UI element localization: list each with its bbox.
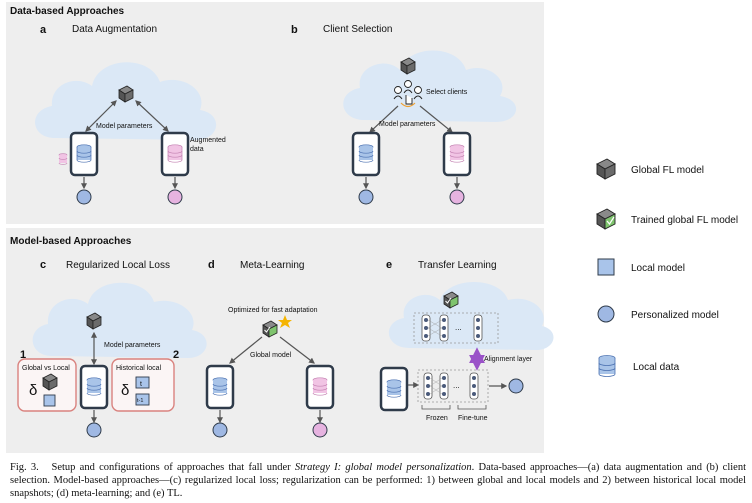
global-network-e [413,312,499,344]
panel-c: c Regularized Local Loss Model parameter… [17,259,207,438]
personalized-model-a-left [76,189,92,205]
arrow-a-left [85,100,117,132]
arrow-d-right [279,336,315,364]
local-data-icon-b-right [449,144,465,163]
personalized-model-d-left [212,422,228,438]
frozen-label: Frozen [426,415,448,422]
local-data-icon-c [86,377,102,396]
local-model-t-1 [135,393,150,406]
dots-top: ... [455,323,462,332]
cloud-b [343,50,517,122]
select-clients-icon [393,80,423,108]
dots-bottom: ... [453,381,460,390]
select-clients-label: Select clients [426,89,468,96]
data-based-heading: Data-based Approaches [10,6,125,17]
legend: Global FL model Trained global FL model … [596,158,738,377]
local-data-icon-e [386,379,402,398]
local-network-e [417,369,489,403]
legend-local-model: Local model [631,263,685,274]
reg-box2-title: Historical local [116,365,162,372]
trained-global-model-cube-d [262,320,278,338]
panel-a-title: Data Augmentation [72,24,157,35]
local-data-icon-b-left [358,144,374,163]
personalized-model-d-right [312,422,328,438]
global-model-cube-b [400,57,416,75]
panel-c-title: Regularized Local Loss [66,260,170,271]
global-model-cube-c [86,312,102,330]
caption-part1: Setup and configurations of approaches t… [51,462,291,473]
panel-a: a Data Augmentation Model parameters [35,24,226,205]
caption-part2: . Data-based approaches—(a) data augment… [10,462,747,499]
legend-personalized-model: Personalized model [631,310,719,321]
legend-trained-global-fl-model: Trained global FL model [631,215,738,226]
cloud-c [32,282,207,358]
personalized-model-c [86,422,102,438]
local-data-icon-d-right [312,377,328,396]
global-model-cube-box1 [42,373,58,391]
legend-trained-cube-icon [596,208,616,230]
arrow-d-left [229,336,263,364]
personalized-model-e [508,378,524,394]
personalized-model-b-right [449,189,465,205]
model-params-label-a: Model parameters [96,123,153,130]
finetune-label: Fine-tune [458,415,488,422]
panel-a-letter: a [40,24,47,36]
personalized-model-a-right [167,189,183,205]
local-data-icon-a-left [76,144,92,163]
model-params-label-c: Model parameters [104,342,161,349]
trained-global-model-cube-e [443,291,459,309]
panel-b-letter: b [291,24,298,36]
figure-caption: Fig. 3. Setup and configurations of appr… [10,461,746,500]
panel-e: e Transfer Learning ... Alignment layer [379,259,554,422]
panel-e-title: Transfer Learning [418,260,497,271]
reg-box2-delta: δ [121,382,129,399]
optimized-label: Optimized for fast adaptation [228,307,318,314]
local-data-icon-d-left [212,377,228,396]
augmented-label-line2: data [190,146,204,153]
model-params-label-b: Model parameters [379,121,436,128]
reg-box1-number: 1 [20,349,26,361]
finetune-bracket [457,405,487,410]
panel-c-letter: c [40,259,46,271]
panel-b-title: Client Selection [323,24,392,35]
legend-local-model-icon [597,258,615,276]
local-model-square-box1 [43,394,56,407]
legend-local-data-icon [598,355,616,377]
panel-d-title: Meta-Learning [240,260,304,271]
alignment-label: Alignment layer [484,356,533,363]
arrow-a-right [135,100,169,132]
local-data-icon-a-right [167,144,183,163]
panel-d: d Meta-Learning Optimized for fast adapt… [205,259,335,438]
legend-global-fl-model: Global FL model [631,165,704,176]
arrow-b-right [419,105,453,133]
local-model-t-1-label: t-1 [137,398,143,404]
reg-box2-number: 2 [173,349,179,361]
reg-box1-delta: δ [29,382,37,399]
model-based-heading: Model-based Approaches [10,236,132,247]
legend-local-data: Local data [633,362,680,373]
panel-b: b Client Selection Select clients Model … [291,24,517,205]
frozen-bracket [421,405,451,410]
reg-box1-title: Global vs Local [22,365,70,372]
global-model-label: Global model [250,352,292,359]
caption-prefix: Fig. 3. [10,462,39,473]
legend-global-cube-icon [596,158,616,180]
personalized-model-b-left [358,189,374,205]
panel-d-letter: d [208,259,215,271]
panel-e-letter: e [386,259,392,271]
augmented-label-line1: Augmented [190,137,226,144]
local-model-t [135,376,150,389]
local-model-t-label: t [140,381,142,388]
global-model-cube-a [118,85,134,103]
legend-personalized-icon [597,305,615,323]
arrow-b-left [369,105,399,133]
caption-italic: Strategy I: global model personalization [294,462,472,473]
augmented-data-icon-a-left [58,153,68,165]
star-icon [278,315,292,328]
